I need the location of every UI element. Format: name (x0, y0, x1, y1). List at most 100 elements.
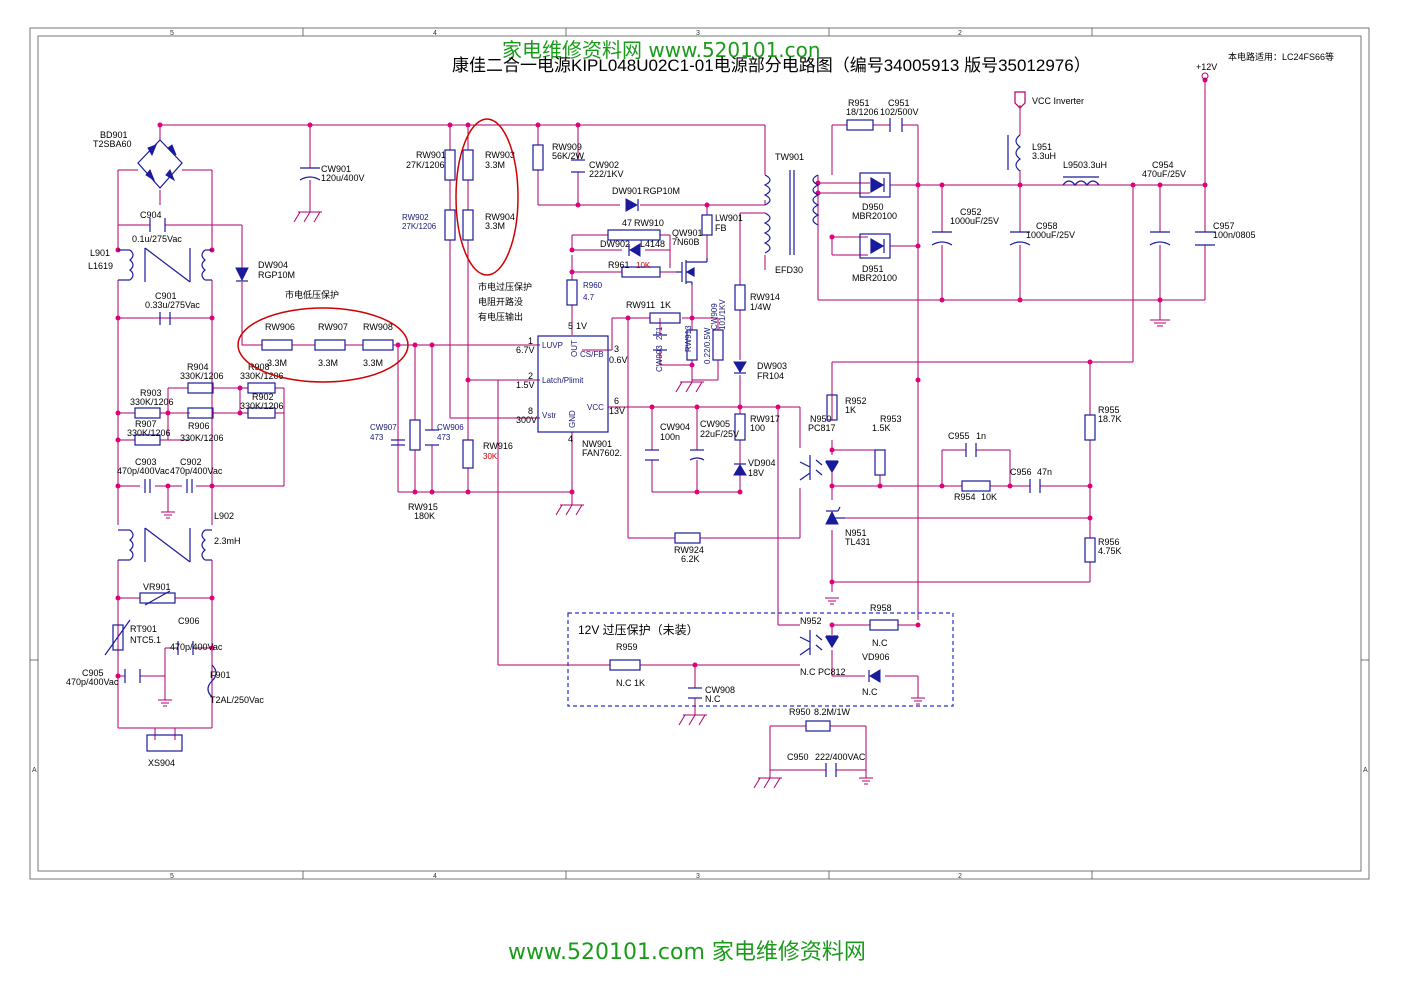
r908-ref: R908 (248, 362, 270, 372)
frame-col-labels: 5 4 3 2 5 4 3 2 A A (32, 30, 1368, 880)
r959-value: N.C 1K (616, 678, 645, 688)
cw906-value: 473 (437, 433, 451, 442)
ic-pinnum-3: 3 (614, 344, 619, 354)
schottky-d951 (859, 233, 891, 259)
rw906-ref: RW906 (265, 322, 295, 332)
r906-value: 330K/1206 (180, 433, 224, 443)
shunt-regulator-n951 (825, 506, 845, 525)
r904-ref: R904 (187, 362, 209, 372)
r903-value: 330K/1206 (130, 397, 174, 407)
rw909-ref: RW909 (552, 142, 582, 152)
resistors-rw906-908 (261, 339, 394, 351)
ic-pin-out: OUT (570, 340, 579, 357)
plus12v-label: +12V (1196, 62, 1217, 72)
r960-value: 4.7 (583, 293, 595, 302)
ic-pin-luvp: LUVP (542, 341, 563, 350)
d951-value: MBR20100 (852, 273, 897, 283)
c954-value: 470uF/25V (1142, 169, 1186, 179)
cw903-ref: CW903 (655, 345, 664, 372)
c957-value: 100n/0805 (1213, 230, 1256, 240)
ground-symbol-cs (675, 381, 704, 393)
compensation-network (961, 443, 1041, 493)
r953-ref: R953 (880, 414, 902, 424)
resistors-rw901-904 (444, 149, 474, 241)
ic-pinnum-1: 1 (528, 336, 533, 346)
vcc-inverter-arrow (1014, 91, 1026, 109)
rw910-ref: RW910 (634, 218, 664, 228)
r903-ref: R903 (140, 388, 162, 398)
diode-dw903 (733, 361, 747, 374)
lw901-ref: LW901 (715, 213, 743, 223)
rw916-value: 30K (483, 452, 498, 461)
r953-value: 1.5K (872, 423, 891, 433)
c958-value: 1000uF/25V (1026, 230, 1075, 240)
rw901-value: 27K/1206 (406, 160, 445, 170)
ground-symbol-3 (293, 211, 322, 223)
zener-vd904 (733, 463, 747, 476)
l9503-ref: L9503.3uH (1063, 160, 1107, 170)
frame-col-2-bot: 2 (958, 873, 962, 880)
ic-part: FAN7602. (582, 448, 622, 458)
r956-ref: R956 (1098, 537, 1120, 547)
cw909-ref: CW909 (710, 303, 719, 330)
resistors-r952-r953 (826, 394, 886, 476)
resistor-r959 (609, 659, 641, 671)
rw907-value: 3.3M (318, 358, 338, 368)
frame-col-2-top: 2 (958, 30, 962, 37)
rw906-value: 3.3M (267, 358, 287, 368)
l951-value: 3.3uH (1032, 151, 1056, 161)
resistor-r958 (869, 619, 899, 631)
vcc-supply-network (734, 284, 746, 441)
vd906-value: N.C (862, 687, 878, 697)
vd904-value: 18V (748, 468, 764, 478)
rw904-ref: RW904 (485, 212, 515, 222)
frame-col-3-bot: 3 (696, 873, 700, 880)
varistor-vr901 (139, 590, 176, 606)
mains-low-protection-label: 市电低压保护 (285, 289, 339, 300)
rw904-value: 3.3M (485, 221, 505, 231)
thermistor-rt901 (104, 619, 131, 656)
optocoupler-n952 (799, 630, 840, 656)
frame-row-a-right: A (1363, 767, 1368, 774)
mosfet-qw901 (676, 258, 708, 285)
r951-value: 18/1206 (846, 107, 879, 117)
frame-col-4-bot: 4 (433, 873, 437, 880)
c956-ref: C956 (1010, 467, 1032, 477)
transformer-tw901 (763, 170, 820, 255)
tw901-ref: TW901 (775, 152, 804, 162)
frame-col-5-bot: 5 (170, 873, 174, 880)
r952-value: 1K (845, 405, 856, 415)
rw924-value: 6.2K (681, 554, 700, 564)
c950-ref: C950 (787, 752, 809, 762)
c902-ref: C902 (180, 457, 202, 467)
dw903-ref: DW903 (757, 361, 787, 371)
r907-ref: R907 (135, 419, 157, 429)
c950-value: 222/400VAC (815, 752, 866, 762)
ic-volt-out: 1V (576, 321, 587, 331)
ic-pin-latch: Latch/Plimit (542, 376, 584, 385)
ic-pin-vcc: VCC (587, 403, 604, 412)
c955-ref: C955 (948, 431, 970, 441)
rw910-value: 47 (622, 218, 632, 228)
d951-ref: D951 (862, 264, 884, 274)
r906-ref: R906 (188, 421, 210, 431)
rw913-ref: RW913 (684, 325, 693, 352)
pc812-label: PC812 (818, 667, 846, 677)
highlight-ellipse-low (237, 307, 409, 383)
frame-col-3-top: 3 (696, 30, 700, 37)
cw903-value: 271 (655, 326, 664, 340)
ic-nw901: LUVP Latch/Plimit Vstr GND VCC CS/FB OUT… (516, 321, 628, 444)
diode-dw904 (235, 267, 249, 282)
n950-ref: N950 (810, 414, 832, 424)
applies-to-note: 本电路适用：LC24FS66等 (1228, 51, 1334, 62)
frame-row-a-left: A (32, 767, 37, 774)
vcc-capacitors (645, 449, 705, 461)
n951-value: TL431 (845, 537, 871, 547)
zener-vd906 (868, 669, 881, 683)
vd904-ref: VD904 (748, 458, 776, 468)
rw917-value: 100 (750, 423, 765, 433)
dw904-ref: DW904 (258, 260, 288, 270)
current-sense-network (649, 312, 724, 361)
r952-ref: R952 (845, 396, 867, 406)
snubber-r951-c951 (846, 118, 903, 132)
